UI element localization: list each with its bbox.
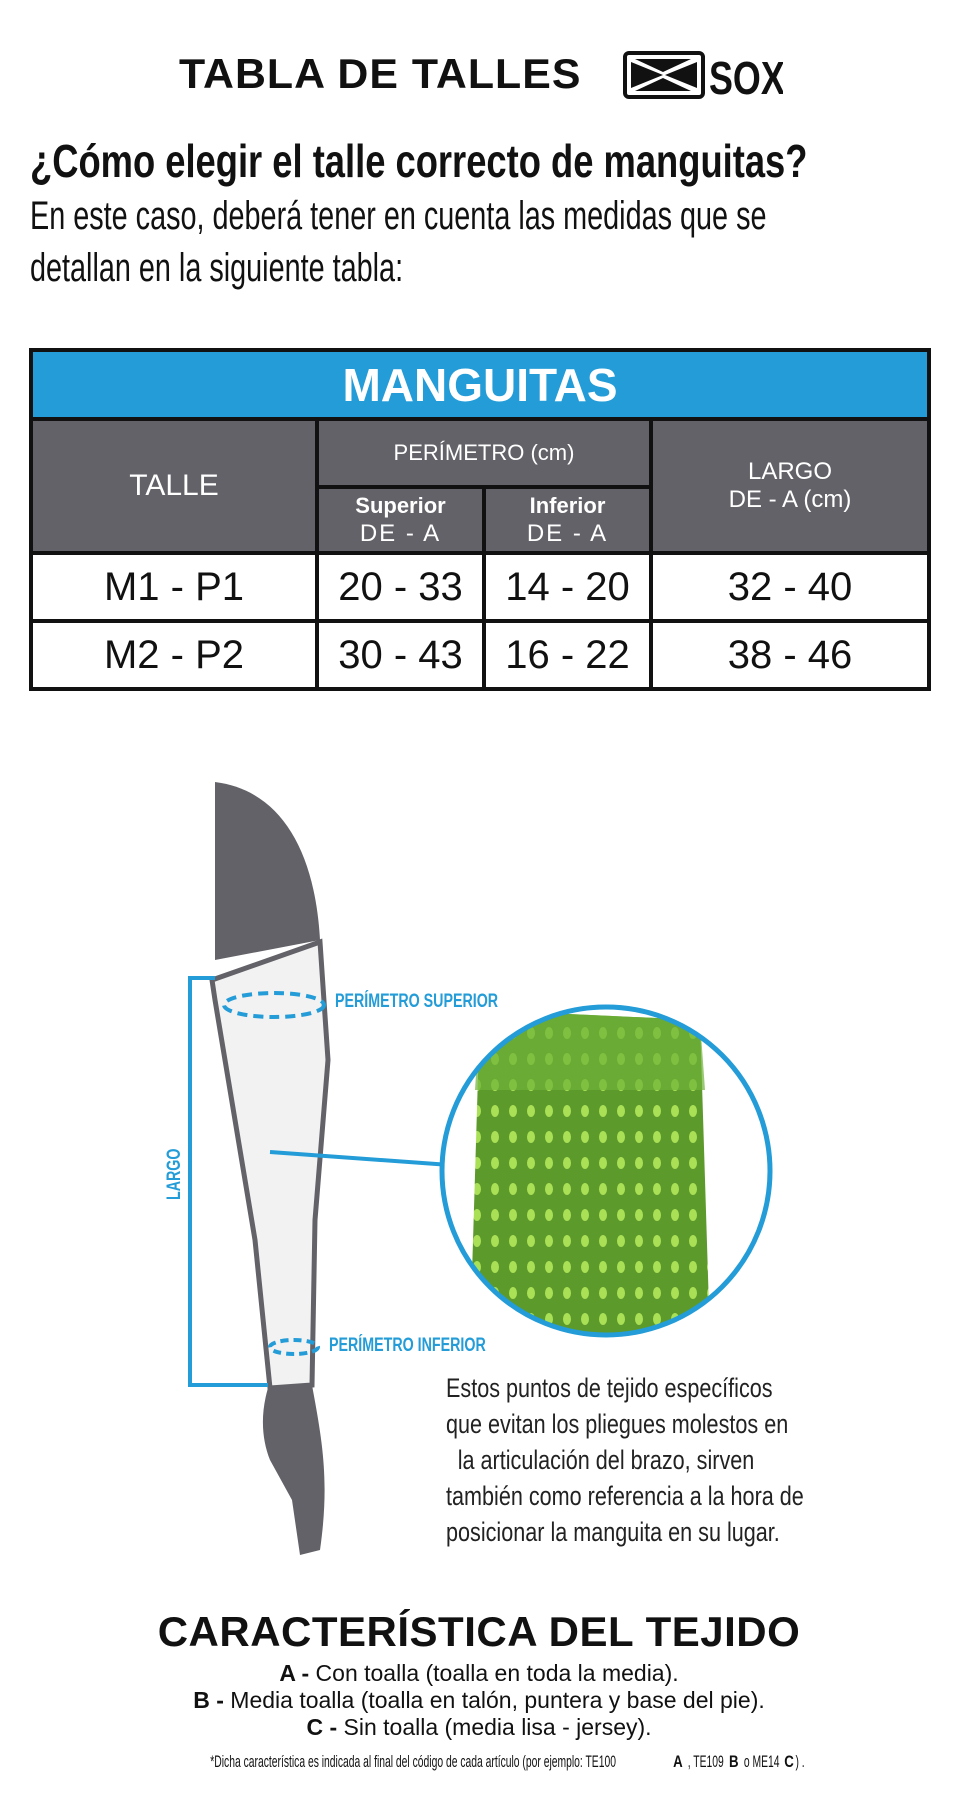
header-talle: TALLE: [29, 417, 319, 555]
header-inferior-range: DE - A: [526, 520, 609, 547]
label-perimetro-superior: PERÍMETRO SUPERIOR: [335, 991, 499, 1012]
cell-inferior: 16 - 22: [482, 619, 653, 691]
caption-line: Estos puntos de tejido específicos: [446, 1373, 773, 1403]
feature-key: A -: [279, 1660, 310, 1686]
caption-line: posicionar la manguita en su lugar.: [446, 1517, 780, 1547]
intro-heading: ¿Cómo elegir el talle correcto de mangui…: [30, 135, 808, 187]
footnote-text: ) .: [794, 1752, 804, 1771]
feature-text: Con toalla (toalla en toda la media).: [309, 1660, 679, 1686]
arm-sleeve-illustration: [188, 782, 773, 1555]
feature-item: B - Media toalla (toalla en talón, punte…: [0, 1687, 958, 1714]
largo-bracket: [188, 976, 268, 1387]
footnote: *Dicha característica es indicada al fin…: [0, 1752, 958, 1772]
footnote-code: A: [672, 1752, 683, 1771]
header-superior: Superior DE - A: [315, 485, 486, 555]
size-table: MANGUITAS TALLE PERÍMETRO (cm) LARGO DE …: [29, 348, 931, 691]
cell-inferior: 14 - 20: [482, 551, 653, 623]
table-row: M2 - P2 30 - 43 16 - 22 38 - 46: [29, 619, 931, 691]
hand-shape: [262, 1385, 325, 1555]
cell-largo: 32 - 40: [649, 551, 931, 623]
footnote-text: , TE109: [687, 1752, 724, 1771]
feature-item: A - Con toalla (toalla en toda la media)…: [0, 1660, 958, 1687]
header-perimetro: PERÍMETRO (cm): [315, 417, 653, 489]
fabric-caption: Estos puntos de tejido específicos que e…: [406, 1370, 806, 1550]
cell-superior: 30 - 43: [315, 619, 486, 691]
header-largo-line: DE - A (cm): [728, 486, 852, 513]
fabric-detail-circle: [439, 1004, 773, 1338]
pointer-line: [269, 1150, 451, 1167]
cell-talle: M2 - P2: [29, 619, 319, 691]
perimeter-superior-marker: [222, 991, 326, 1019]
feature-key: C -: [306, 1714, 338, 1740]
footnote-code: C: [783, 1752, 794, 1771]
header-inferior: Inferior DE - A: [482, 485, 653, 555]
caption-line: la articulación del brazo, sirven: [457, 1445, 755, 1475]
header-superior-label: Superior: [355, 493, 446, 518]
caption-line: que evitan los pliegues molestos en: [446, 1409, 789, 1439]
feature-text: Media toalla (toalla en talón, puntera y…: [223, 1687, 765, 1713]
header-largo: LARGO DE - A (cm): [649, 417, 931, 555]
sox-logo: SOX: [623, 51, 783, 100]
cell-talle: M1 - P1: [29, 551, 319, 623]
upper-arm-shape: [215, 782, 320, 960]
caption-line: también como referencia a la hora de: [446, 1481, 804, 1511]
header-superior-range: DE - A: [359, 520, 442, 547]
cell-superior: 20 - 33: [315, 551, 486, 623]
intro-text-line: detallan en la siguiente tabla:: [30, 246, 404, 290]
table-title: MANGUITAS: [29, 348, 931, 421]
feature-key: B -: [193, 1687, 224, 1713]
cell-largo: 38 - 46: [649, 619, 931, 691]
page-title: TABLA DE TALLES: [179, 50, 582, 97]
footnote-code: B: [728, 1752, 739, 1771]
table-row: M1 - P1 20 - 33 14 - 20 32 - 40: [29, 551, 931, 623]
label-perimetro-inferior: PERÍMETRO INFERIOR: [329, 1335, 486, 1356]
perimeter-inferior-marker: [268, 1338, 320, 1356]
features-title: CARACTERÍSTICA DEL TEJIDO: [157, 1608, 801, 1655]
label-largo: LARGO: [164, 1148, 185, 1200]
header-largo-line: LARGO: [747, 458, 833, 485]
svg-text:SOX: SOX: [709, 53, 783, 100]
feature-item: C - Sin toalla (media lisa - jersey).: [0, 1714, 958, 1741]
footnote-text: *Dicha característica es indicada al fin…: [209, 1752, 616, 1771]
header-inferior-label: Inferior: [529, 493, 606, 518]
feature-text: Sin toalla (media lisa - jersey).: [337, 1714, 652, 1740]
intro-text-line: En este caso, deberá tener en cuenta las…: [30, 194, 767, 238]
footnote-text: o ME14: [743, 1752, 779, 1771]
